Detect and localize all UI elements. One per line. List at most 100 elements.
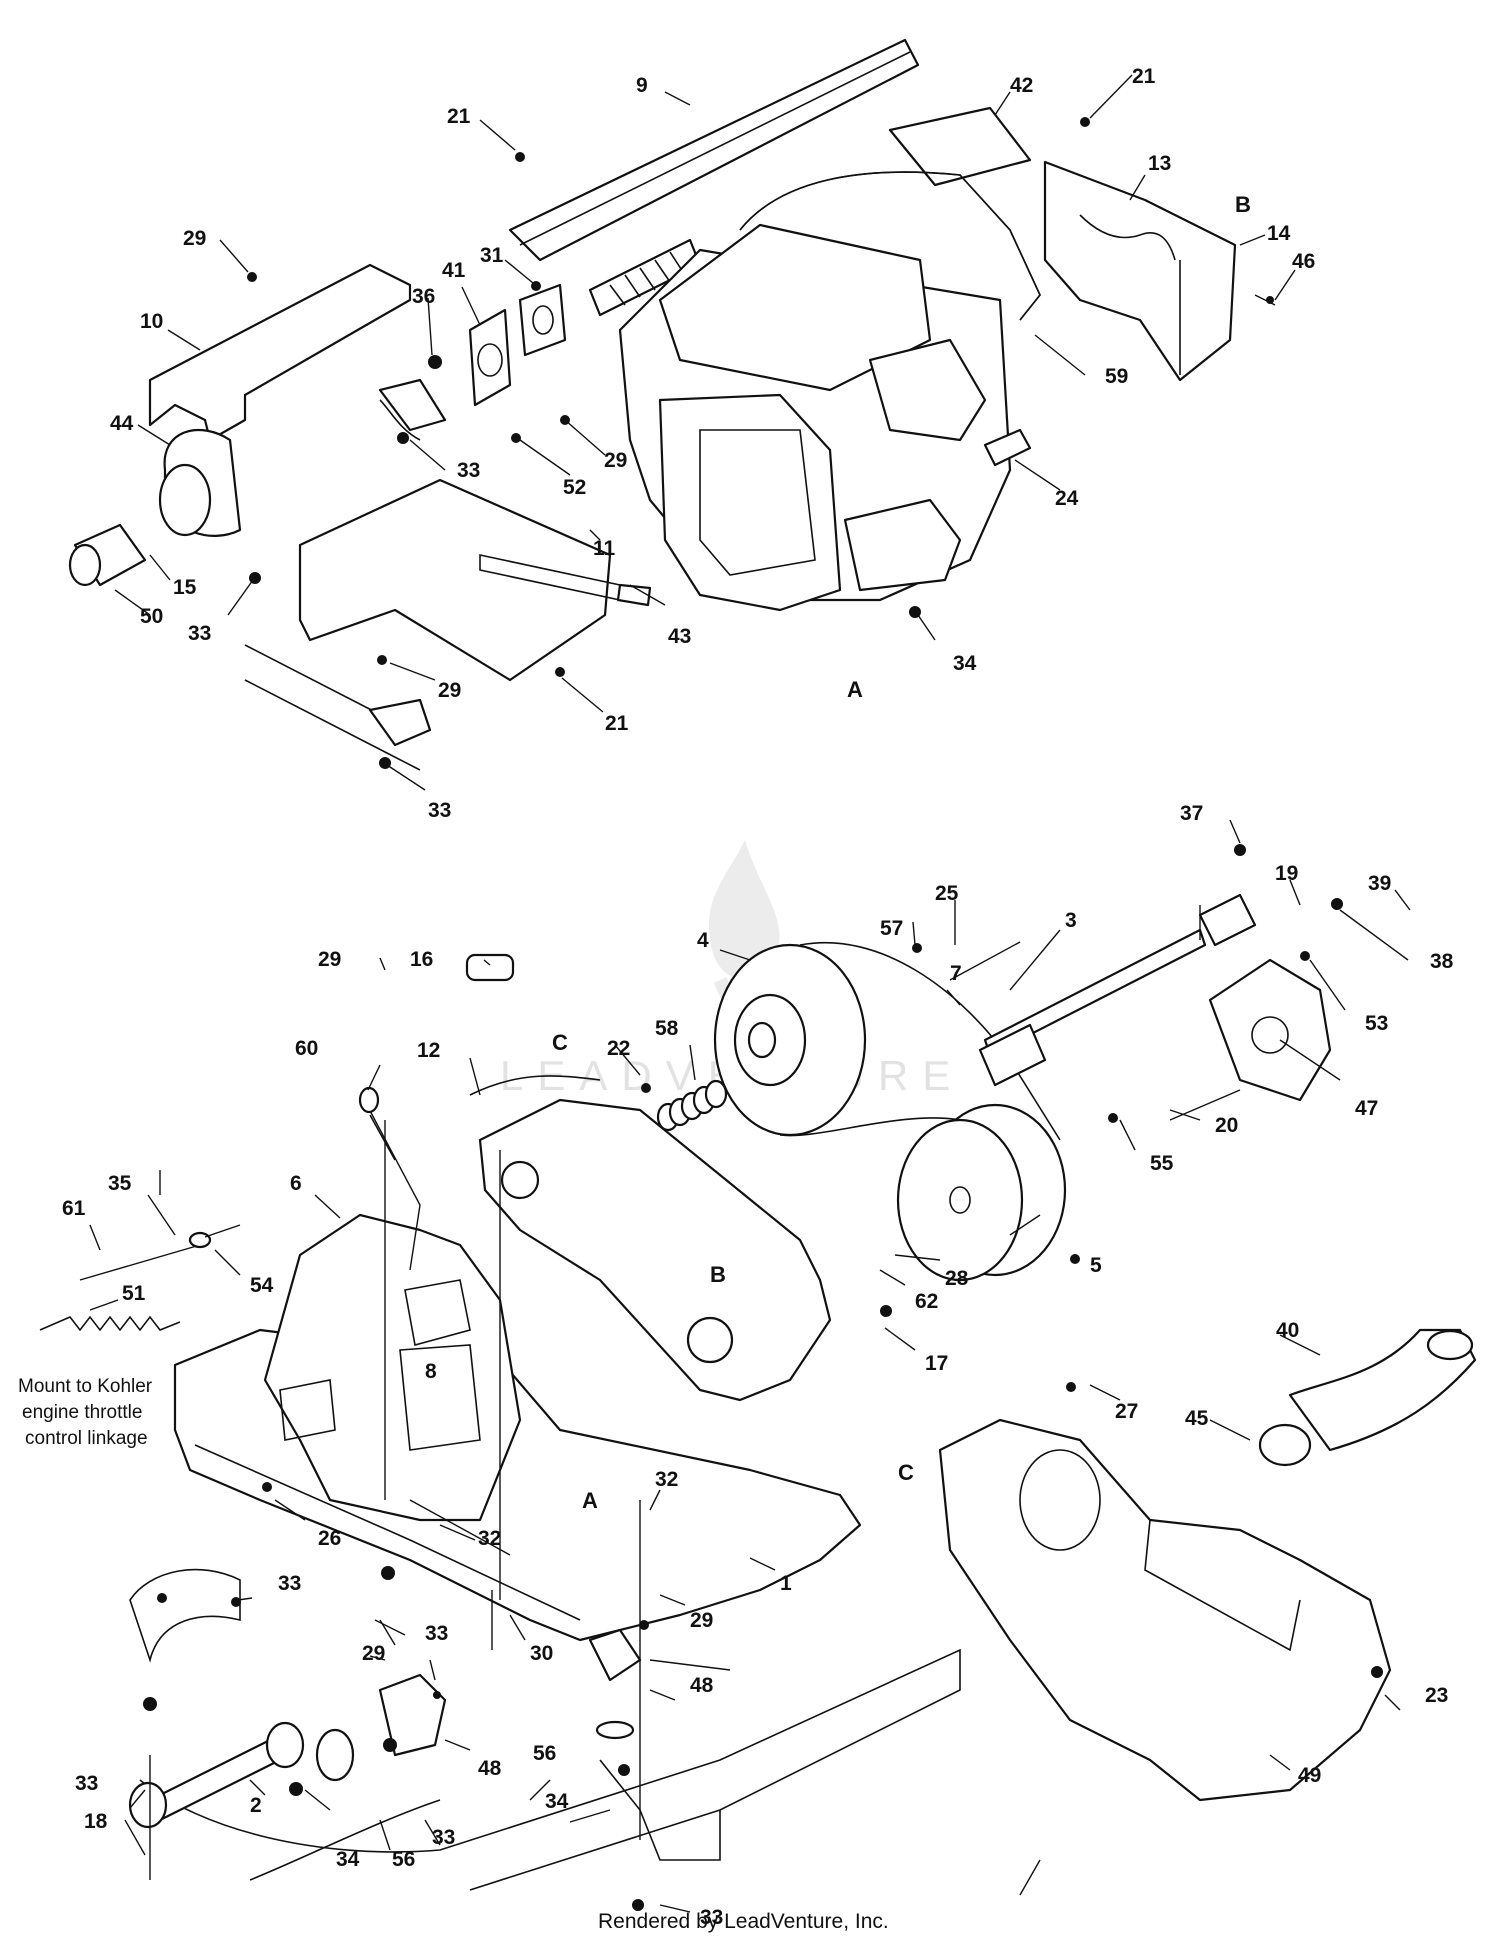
air-duct-part xyxy=(1288,1328,1477,1452)
callout-55: 55 xyxy=(1150,1152,1174,1175)
callout-56: 56 xyxy=(392,1848,415,1871)
footer-credit: Rendered by LeadVenture, Inc. xyxy=(598,1910,889,1933)
callout-33: 33 xyxy=(457,459,480,482)
reference-letter-a: A xyxy=(582,1488,598,1513)
callout-5: 5 xyxy=(1090,1254,1102,1277)
callout-53: 53 xyxy=(1365,1012,1388,1035)
callout-58: 58 xyxy=(655,1017,679,1040)
bottom-drive-assembly xyxy=(39,844,1477,1911)
callout-60: 60 xyxy=(295,1037,318,1060)
callout-16: 16 xyxy=(410,948,433,971)
callout-33: 33 xyxy=(432,1826,455,1849)
callout-28: 28 xyxy=(945,1267,969,1290)
callout-33: 33 xyxy=(188,622,211,645)
callout-41: 41 xyxy=(442,259,466,282)
callout-30: 30 xyxy=(530,1642,553,1665)
callout-39: 39 xyxy=(1368,872,1391,895)
heat-shield-part xyxy=(508,38,920,262)
callout-29: 29 xyxy=(183,227,206,250)
hose-clamp-part xyxy=(1258,1423,1312,1467)
callout-18: 18 xyxy=(84,1810,108,1833)
callout-40: 40 xyxy=(1276,1319,1299,1342)
callout-11: 11 xyxy=(593,537,616,560)
callout-54: 54 xyxy=(250,1274,274,1297)
callout-52: 52 xyxy=(563,476,586,499)
callout-33: 33 xyxy=(425,1622,448,1645)
reference-letter-c: C xyxy=(898,1460,914,1485)
callout-labels: 9 42 21 21 13 14 46 29 36 41 31 10 44 33… xyxy=(62,65,1454,1929)
flange-part xyxy=(518,283,567,357)
callout-29: 29 xyxy=(604,449,627,472)
callout-25: 25 xyxy=(935,882,959,905)
callout-33: 33 xyxy=(278,1572,301,1595)
callout-3: 3 xyxy=(1065,909,1077,932)
callout-29: 29 xyxy=(362,1642,385,1665)
callout-6: 6 xyxy=(290,1172,302,1195)
gasket-part xyxy=(468,308,512,407)
callout-42: 42 xyxy=(1010,74,1033,97)
callout-34: 34 xyxy=(545,1790,569,1813)
callout-48: 48 xyxy=(690,1674,714,1697)
callout-12: 12 xyxy=(417,1039,440,1062)
washer-stack xyxy=(656,1079,728,1132)
callout-49: 49 xyxy=(1298,1764,1321,1787)
callout-51: 51 xyxy=(122,1282,146,1305)
callout-19: 19 xyxy=(1275,862,1298,885)
linkage-note: Mount to Kohler engine throttle control … xyxy=(18,1376,153,1449)
callout-22: 22 xyxy=(607,1037,630,1060)
callout-59: 59 xyxy=(1105,365,1128,388)
callout-48: 48 xyxy=(478,1757,502,1780)
callout-2: 2 xyxy=(250,1794,262,1817)
engine-blower-housing-part xyxy=(658,393,842,612)
callout-62: 62 xyxy=(915,1290,938,1313)
callout-35: 35 xyxy=(108,1172,132,1195)
return-spring-part xyxy=(39,1315,181,1332)
leader-lines xyxy=(89,74,1411,1913)
callout-33: 33 xyxy=(428,799,451,822)
ignition-coil-part xyxy=(868,338,987,442)
callout-33: 33 xyxy=(700,1906,723,1929)
callout-8: 8 xyxy=(425,1360,437,1383)
callout-56: 56 xyxy=(533,1742,556,1765)
callout-27: 27 xyxy=(1115,1400,1138,1423)
cooling-fan-part xyxy=(1208,958,1332,1102)
callout-36: 36 xyxy=(412,285,435,308)
side-shield-part xyxy=(1043,160,1237,382)
callout-14: 14 xyxy=(1267,222,1291,245)
callout-47: 47 xyxy=(1355,1097,1378,1120)
callout-4: 4 xyxy=(697,929,709,952)
callout-34: 34 xyxy=(953,652,977,675)
callout-29: 29 xyxy=(690,1609,713,1632)
callout-37: 37 xyxy=(1180,802,1203,825)
callout-33: 33 xyxy=(75,1772,98,1795)
reference-letter-b: B xyxy=(1235,192,1251,217)
callout-57: 57 xyxy=(880,917,903,940)
callout-23: 23 xyxy=(1425,1684,1448,1707)
callout-31: 31 xyxy=(480,244,504,267)
callout-32: 32 xyxy=(478,1527,501,1550)
callout-34: 34 xyxy=(336,1848,360,1871)
note-line-2: engine throttle xyxy=(22,1402,142,1423)
callout-61: 61 xyxy=(62,1197,86,1220)
callout-50: 50 xyxy=(140,605,163,628)
reference-letter-c: C xyxy=(552,1030,568,1055)
callout-45: 45 xyxy=(1185,1407,1209,1430)
callout-10: 10 xyxy=(140,310,163,333)
reference-letter-a: A xyxy=(847,677,863,702)
callout-15: 15 xyxy=(173,576,197,599)
belt-cover-part xyxy=(938,1418,1392,1802)
callout-38: 38 xyxy=(1430,950,1454,973)
callout-46: 46 xyxy=(1292,250,1315,273)
callout-13: 13 xyxy=(1148,152,1171,175)
callout-32: 32 xyxy=(655,1468,678,1491)
connector-part xyxy=(983,428,1032,467)
reference-letter-b: B xyxy=(710,1262,726,1287)
callout-21: 21 xyxy=(605,712,629,735)
callout-21: 21 xyxy=(447,105,471,128)
engine-bracket-part xyxy=(298,478,612,682)
callout-24: 24 xyxy=(1055,487,1079,510)
callout-20: 20 xyxy=(1215,1114,1238,1137)
cover-plate-part xyxy=(888,106,1032,187)
bushing-part xyxy=(465,953,515,982)
